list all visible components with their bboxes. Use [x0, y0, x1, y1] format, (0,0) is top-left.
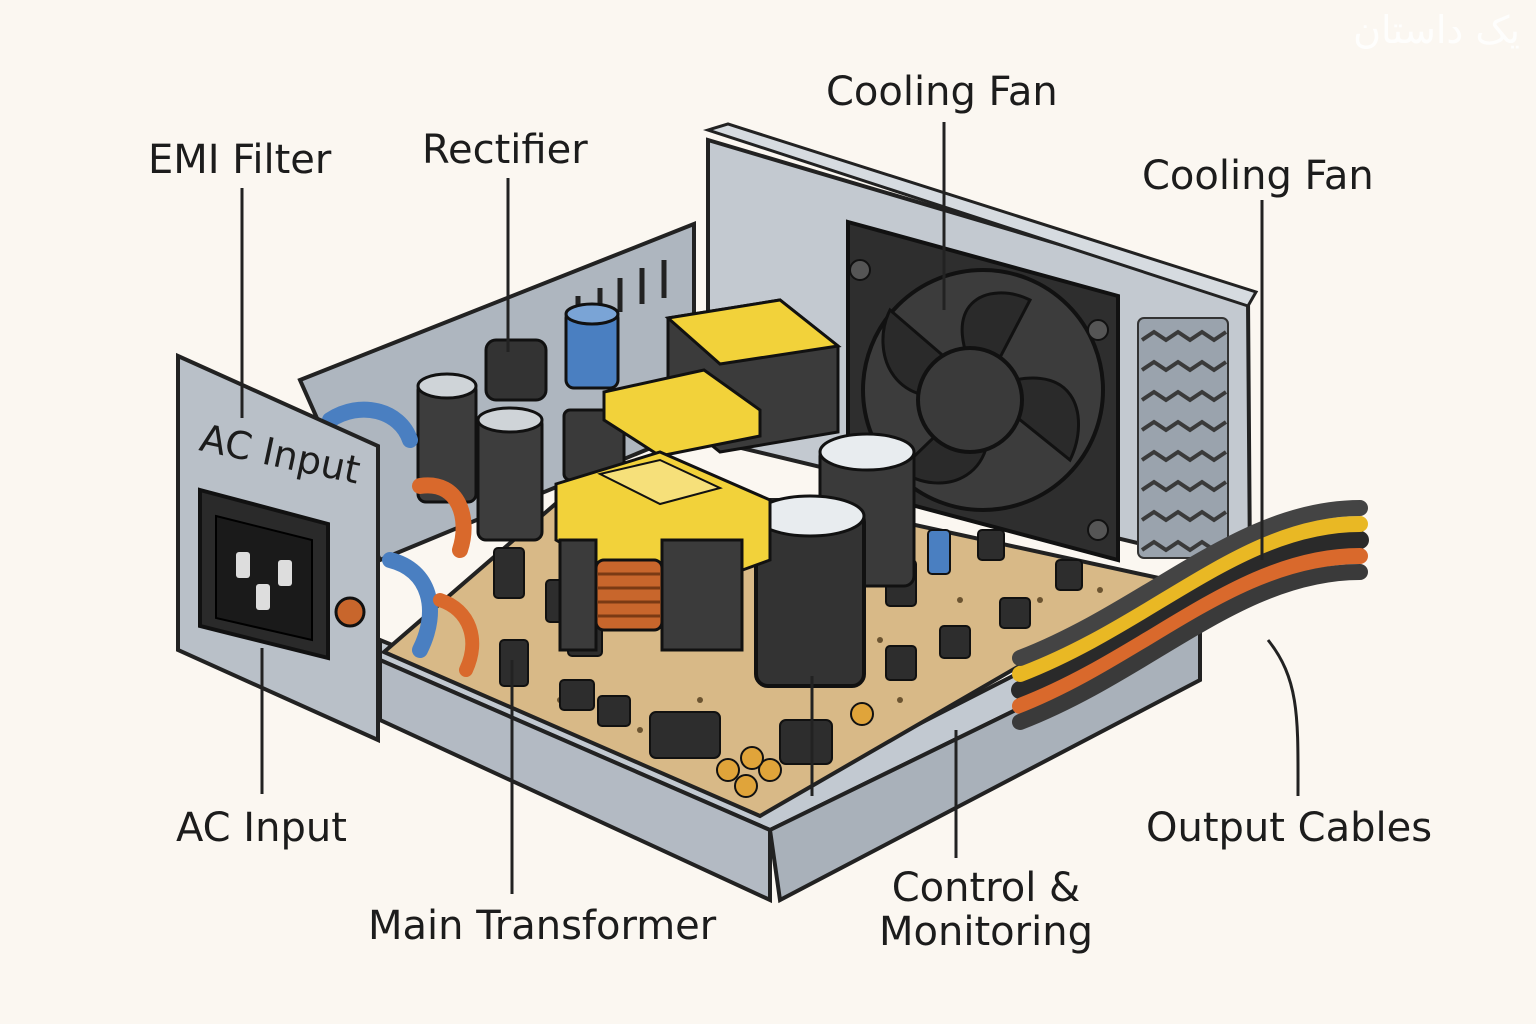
label-cooling-fan-top: Cooling Fan — [826, 69, 1058, 115]
label-output-cables: Output Cables — [1146, 805, 1433, 851]
ac-input-panel: AC Input — [176, 352, 380, 744]
emi-filter-coils — [322, 401, 480, 677]
transformers — [554, 298, 842, 652]
label-rectifier: Rectifier — [422, 127, 588, 173]
label-control-line1: Control & — [891, 865, 1081, 911]
label-cooling-fan-right: Cooling Fan — [1142, 153, 1374, 199]
label-emi-filter: EMI Filter — [148, 137, 332, 183]
capacitors — [416, 302, 916, 688]
vent-mesh — [1137, 317, 1229, 559]
output-cables — [1011, 500, 1369, 730]
leader-lines — [240, 122, 1300, 894]
label-control-monitoring: Control & Monitoring — [876, 866, 1096, 954]
label-main-transformer: Main Transformer — [368, 903, 717, 949]
watermark: یک داستان — [1353, 8, 1520, 52]
label-ac-input: AC Input — [176, 805, 347, 851]
label-control-line2: Monitoring — [879, 909, 1093, 955]
